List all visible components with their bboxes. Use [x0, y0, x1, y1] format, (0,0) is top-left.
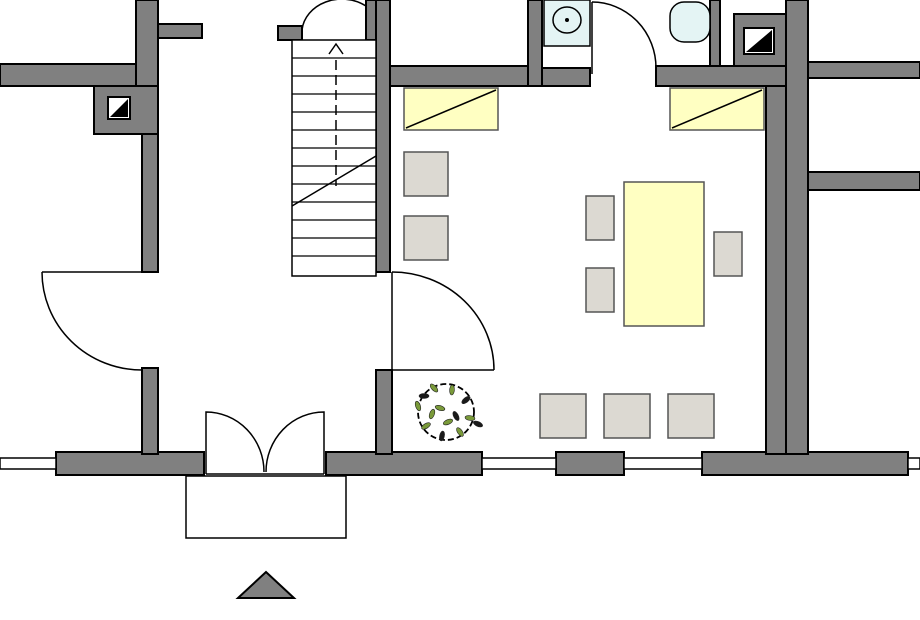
wall-living-left-bottom — [375, 369, 393, 455]
plant-leaf — [414, 400, 422, 412]
plant-leaf — [418, 393, 430, 399]
dining-chair — [585, 267, 615, 313]
plant-leaf — [434, 405, 446, 411]
plant-leaf — [456, 427, 464, 437]
front-wall-left — [55, 451, 205, 476]
staircase — [291, 0, 377, 277]
wall-left-vertical-mid — [141, 133, 159, 273]
wall-top-mid — [389, 65, 535, 87]
window-center — [481, 457, 557, 470]
dining-set — [585, 181, 743, 327]
plant-leaf — [449, 384, 455, 396]
front-wall-right — [701, 451, 909, 476]
toilet — [669, 1, 711, 43]
stair-door-arc — [301, 0, 367, 31]
bench-seat — [539, 393, 587, 439]
window-right — [623, 457, 703, 470]
plant-leaf — [428, 408, 436, 420]
front-wall-pier — [555, 451, 625, 476]
dining-chair — [585, 195, 615, 241]
entrance-double-door — [205, 411, 325, 475]
washbasin-drain — [565, 18, 569, 22]
wall-stair-top-left — [277, 25, 303, 41]
stair-arrow-icon — [328, 42, 344, 55]
door-living-swing — [391, 271, 495, 371]
bathroom-fixtures — [543, 0, 711, 47]
wall-right-inner — [765, 85, 787, 455]
ventilation-shaft-icon — [107, 27, 775, 120]
plant-leaf — [461, 396, 471, 404]
wall-left-top — [0, 63, 159, 87]
wall-stair-right — [375, 0, 391, 273]
window-edge — [907, 457, 920, 470]
wall-left-vertical-top — [135, 0, 159, 87]
exterior-walls — [0, 451, 920, 476]
plant-leaf — [464, 415, 476, 421]
bench-seats — [539, 393, 715, 439]
side-seats — [403, 151, 449, 261]
counters — [403, 87, 765, 131]
wall-left-stub — [157, 23, 203, 39]
plant-leaf — [421, 422, 431, 430]
dining-chair — [713, 231, 743, 277]
front-wall-center — [325, 451, 483, 476]
bench-seat — [667, 393, 715, 439]
plant-leaf — [452, 411, 460, 421]
potted-plant-icon — [414, 383, 483, 442]
door-bath-swing — [591, 1, 657, 69]
side-seat — [403, 215, 449, 261]
wall-bath-bottom — [541, 67, 591, 87]
wall-bath-left — [527, 0, 543, 87]
plant-leaf — [439, 430, 445, 442]
stair-break-line — [291, 155, 377, 207]
door-left-swing — [41, 271, 143, 371]
plant-leaf — [429, 383, 439, 393]
entrance-step — [185, 475, 347, 539]
entrance-triangle-icon — [235, 570, 297, 599]
side-seat — [403, 151, 449, 197]
plant-leaf — [443, 418, 453, 426]
wall-right-outer — [785, 0, 809, 455]
window-left — [0, 457, 57, 470]
bench-seat — [603, 393, 651, 439]
interior-walls — [0, 0, 920, 455]
plant-leaf — [473, 420, 483, 428]
wall-right-mid — [807, 171, 920, 191]
doors — [41, 1, 657, 475]
wall-left-vertical-bottom — [141, 367, 159, 455]
dining-table — [623, 181, 705, 327]
wall-stair-top-right-thin — [365, 0, 377, 41]
wall-right-top — [807, 61, 920, 79]
wall-top-right — [655, 65, 787, 87]
wall-wc-left — [709, 0, 721, 67]
